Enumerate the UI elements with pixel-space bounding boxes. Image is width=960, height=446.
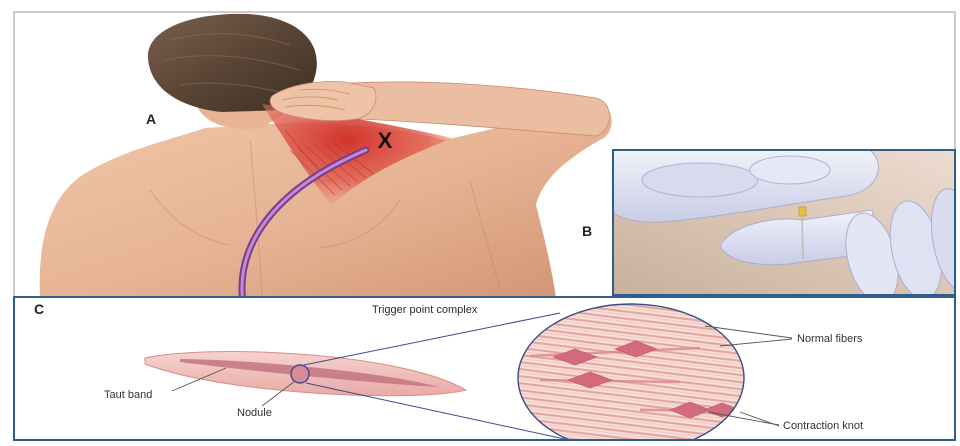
contraction-knot-label: Contraction knot (783, 420, 863, 432)
panel-b-photo (613, 150, 960, 309)
taut-band-label: Taut band (104, 389, 152, 401)
panel-c-label: C (34, 301, 44, 317)
needle-hub (799, 207, 806, 216)
panel-c-title: Trigger point complex (372, 304, 478, 316)
nodule-label: Nodule (237, 407, 272, 419)
panel-a-label: A (146, 111, 156, 127)
nodule-circle (291, 365, 309, 383)
glove-fingertip-2 (750, 156, 830, 184)
panel-c-box (14, 297, 955, 440)
trigger-point-marker: X (378, 128, 393, 153)
needle (802, 214, 803, 259)
glove-fingertip (642, 163, 758, 197)
panel-b-label: B (582, 223, 592, 239)
normal-fibers-label: Normal fibers (797, 333, 863, 345)
